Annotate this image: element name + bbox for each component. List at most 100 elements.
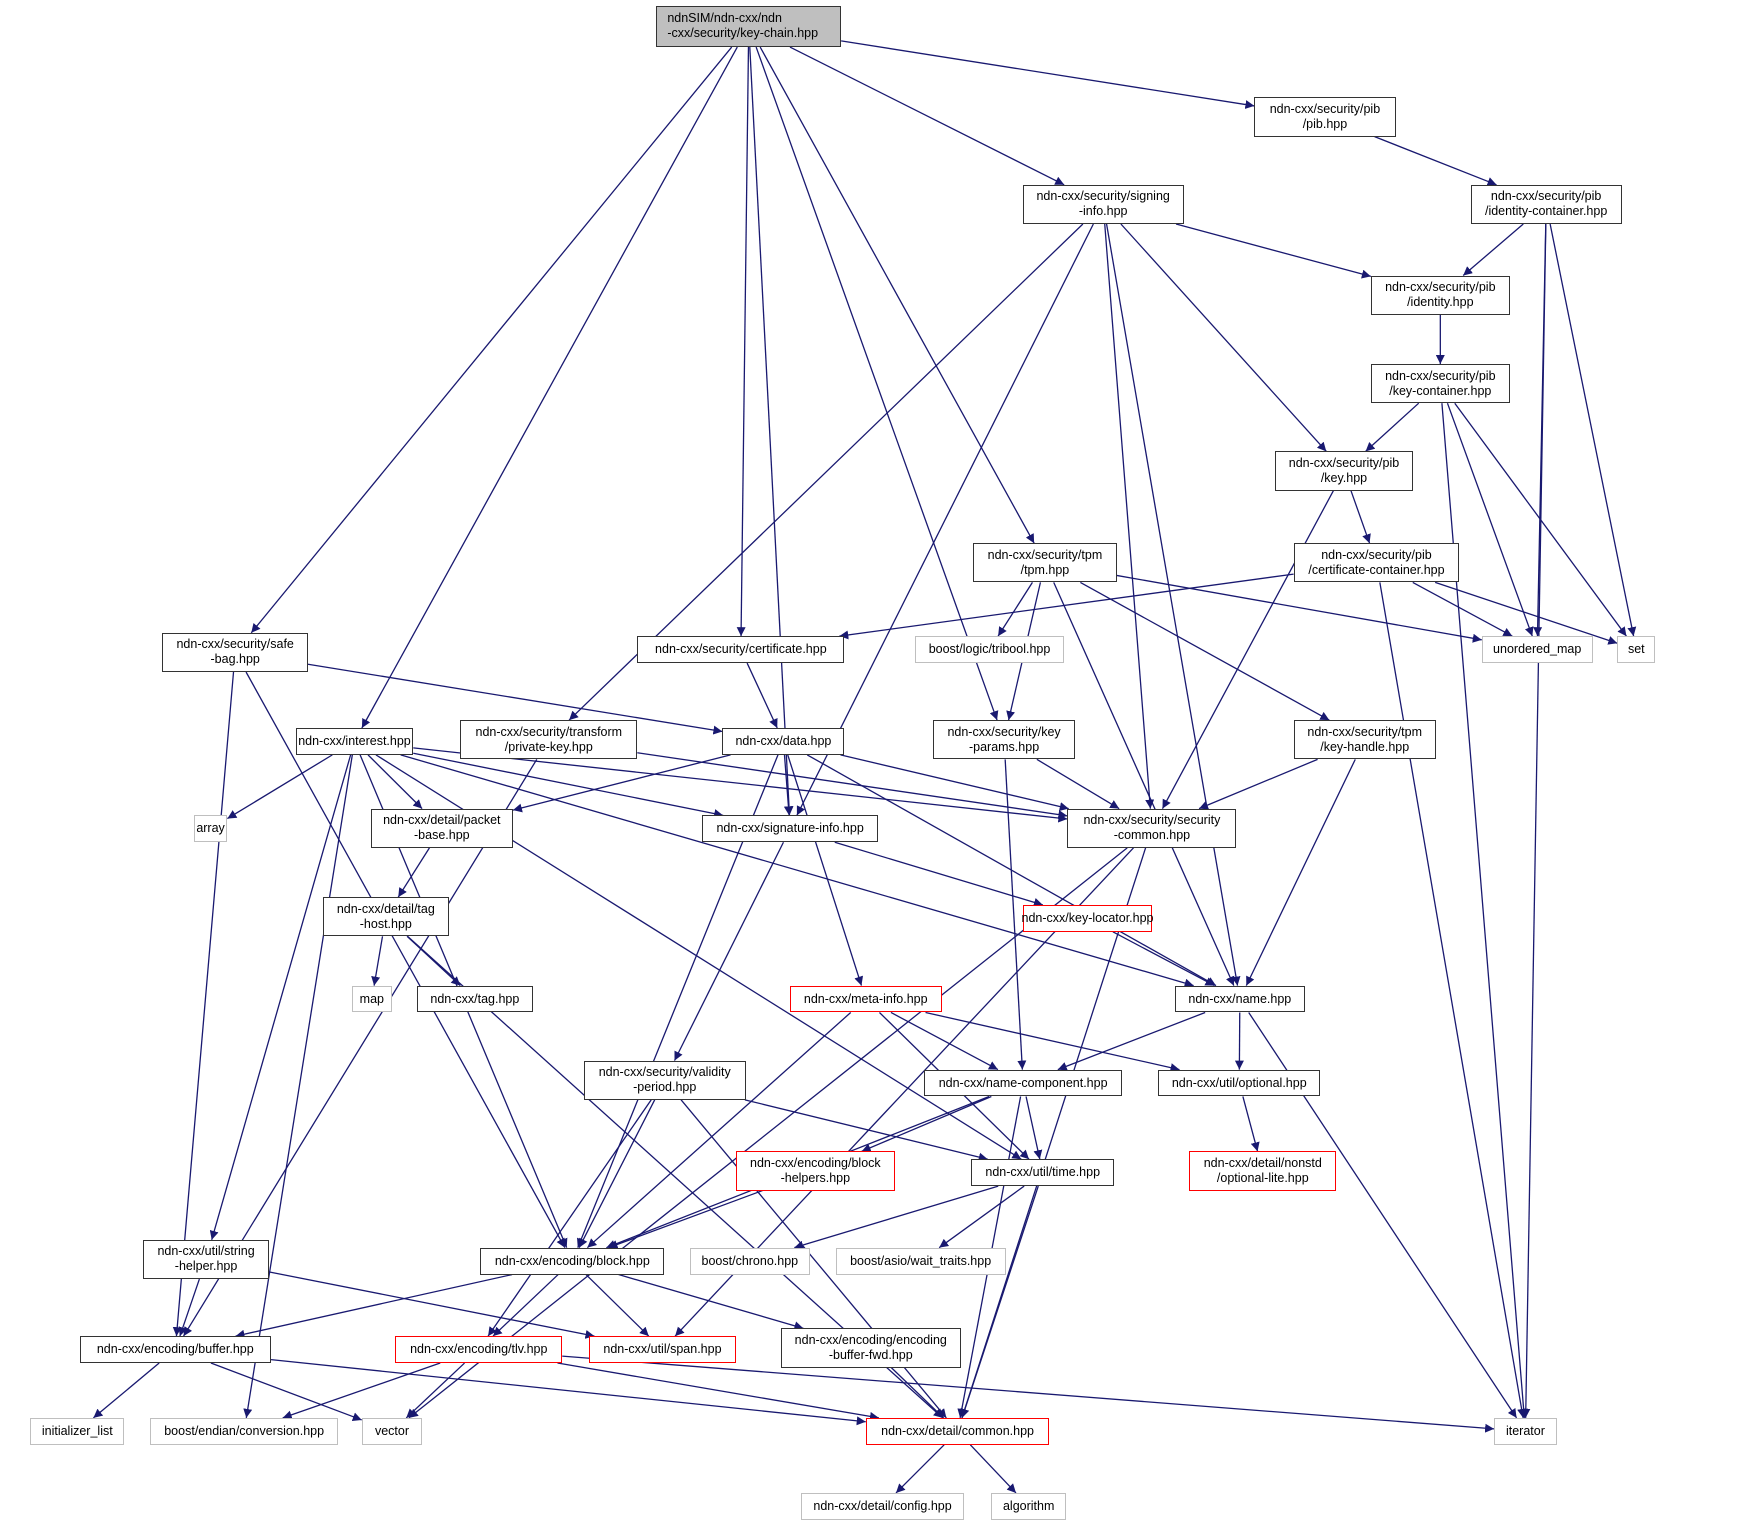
node-identity[interactable]: ndn-cxx/security/pib /identity.hpp xyxy=(1370,275,1510,315)
node-label: ndn-cxx/util/optional.hpp xyxy=(1171,1075,1307,1090)
node-name[interactable]: ndn-cxx/name.hpp xyxy=(1174,985,1305,1013)
edge-tlv-to-common xyxy=(557,1362,880,1421)
node-certificate[interactable]: ndn-cxx/security/certificate.hpp xyxy=(637,636,845,664)
node-label: ndn-cxx/security/signing -info.hpp xyxy=(1036,189,1170,219)
node-label: ndn-cxx/security/tpm /tpm.hpp xyxy=(987,547,1103,577)
node-data[interactable]: ndn-cxx/data.hpp xyxy=(722,728,845,755)
node-label: ndn-cxx/security/tpm /key-handle.hpp xyxy=(1307,724,1423,754)
node-label: ndn-cxx/security/pib /identity.hpp xyxy=(1385,280,1496,310)
node-safebag[interactable]: ndn-cxx/security/safe -bag.hpp xyxy=(162,632,308,672)
node-keychain[interactable]: ndnSIM/ndn-cxx/ndn -cxx/security/key-cha… xyxy=(656,5,842,48)
edge-buffer-to-initializerlist xyxy=(92,1362,160,1419)
node-chrono: boost/chrono.hpp xyxy=(689,1247,810,1275)
edge-keyhandle-to-securitycommon xyxy=(1198,758,1318,810)
node-label: ndn-cxx/encoding/encoding -buffer-fwd.hp… xyxy=(794,1332,947,1362)
edge-buffer-to-common xyxy=(270,1358,866,1426)
node-unorderedmap: unordered_map xyxy=(1481,636,1593,664)
edge-interest-to-packetbase xyxy=(367,754,423,810)
node-common[interactable]: ndn-cxx/detail/common.hpp xyxy=(865,1417,1050,1445)
node-label: array xyxy=(196,821,225,836)
node-label: initializer_list xyxy=(41,1423,113,1438)
edge-validityperiod-to-time xyxy=(744,1099,988,1162)
node-span[interactable]: ndn-cxx/util/span.hpp xyxy=(589,1336,736,1364)
edge-signatureinfo-to-keylocator xyxy=(834,841,1044,907)
edge-validityperiod-to-block xyxy=(578,1099,656,1248)
node-time[interactable]: ndn-cxx/util/time.hpp xyxy=(971,1159,1115,1187)
node-packetbase[interactable]: ndn-cxx/detail/packet -base.hpp xyxy=(370,808,513,848)
edge-tlv-to-endian xyxy=(282,1362,441,1420)
edge-common-to-config xyxy=(895,1444,945,1494)
edge-keychain-to-signatureinfo xyxy=(749,47,794,816)
node-label: ndn-cxx/security/key -params.hpp xyxy=(947,724,1061,754)
node-keylocator[interactable]: ndn-cxx/key-locator.hpp xyxy=(1022,904,1154,932)
node-signatureinfo[interactable]: ndn-cxx/signature-info.hpp xyxy=(702,815,879,843)
node-label: ndn-cxx/signature-info.hpp xyxy=(716,821,864,836)
edge-name-to-iterator xyxy=(1248,1012,1518,1419)
node-label: ndn-cxx/name.hpp xyxy=(1188,991,1292,1006)
node-optional[interactable]: ndn-cxx/util/optional.hpp xyxy=(1158,1069,1321,1097)
edge-block-to-tlv xyxy=(492,1274,559,1337)
node-privatekey[interactable]: ndn-cxx/security/transform /private-key.… xyxy=(460,720,638,760)
edge-data-to-metainfo xyxy=(787,754,864,986)
node-securitycommon[interactable]: ndn-cxx/security/security -common.hpp xyxy=(1067,808,1237,848)
node-label: ndn-cxx/security/pib /key-container.hpp xyxy=(1385,368,1496,398)
node-block[interactable]: ndn-cxx/encoding/block.hpp xyxy=(480,1247,665,1275)
edge-certcontainer-to-certificate xyxy=(839,573,1294,640)
node-algorithm: algorithm xyxy=(991,1492,1067,1520)
node-signinginfo[interactable]: ndn-cxx/security/signing -info.hpp xyxy=(1022,184,1184,224)
edge-buffer-to-vector xyxy=(210,1362,362,1421)
node-label: ndn-cxx/security/pib /certificate-contai… xyxy=(1308,547,1445,577)
node-buffer[interactable]: ndn-cxx/encoding/buffer.hpp xyxy=(79,1336,272,1364)
edge-signatureinfo-to-validityperiod xyxy=(673,841,785,1061)
node-tlv[interactable]: ndn-cxx/encoding/tlv.hpp xyxy=(395,1336,563,1364)
edge-interest-to-endian xyxy=(243,754,353,1419)
edge-keyparams-to-securitycommon xyxy=(1036,758,1120,810)
node-stringhelper[interactable]: ndn-cxx/util/string -helper.hpp xyxy=(143,1239,269,1280)
node-pibkey[interactable]: ndn-cxx/security/pib /key.hpp xyxy=(1274,451,1414,491)
edge-interest-to-array xyxy=(227,754,333,820)
edge-interest-to-signatureinfo xyxy=(413,752,724,819)
node-label: ndn-cxx/security/pib /identity-container… xyxy=(1484,189,1608,219)
node-endian: boost/endian/conversion.hpp xyxy=(150,1417,339,1445)
node-label: ndn-cxx/encoding/tlv.hpp xyxy=(410,1342,548,1357)
node-label: map xyxy=(359,991,384,1006)
edge-stringhelper-to-buffer xyxy=(178,1278,200,1337)
node-label: ndn-cxx/security/certificate.hpp xyxy=(655,642,827,657)
node-optionallite[interactable]: ndn-cxx/detail/nonstd /optional-lite.hpp xyxy=(1189,1151,1337,1191)
edge-signinginfo-to-securitycommon xyxy=(1104,223,1155,809)
node-certcontainer[interactable]: ndn-cxx/security/pib /certificate-contai… xyxy=(1293,543,1460,583)
node-keyparams[interactable]: ndn-cxx/security/key -params.hpp xyxy=(932,720,1076,760)
node-label: iterator xyxy=(1505,1423,1545,1438)
node-tag[interactable]: ndn-cxx/tag.hpp xyxy=(416,985,534,1013)
edge-pibkey-to-certcontainer xyxy=(1350,490,1371,544)
edge-validityperiod-to-common xyxy=(680,1099,947,1419)
node-keycontainer[interactable]: ndn-cxx/security/pib /key-container.hpp xyxy=(1370,364,1510,404)
node-keyhandle[interactable]: ndn-cxx/security/tpm /key-handle.hpp xyxy=(1293,720,1436,760)
edge-keycontainer-to-set xyxy=(1454,402,1627,637)
edge-keychain-to-tpm xyxy=(759,46,1035,544)
node-label: boost/asio/wait_traits.hpp xyxy=(850,1253,992,1268)
node-taghost[interactable]: ndn-cxx/detail/tag -host.hpp xyxy=(322,897,450,937)
edge-common-to-algorithm xyxy=(969,1444,1017,1494)
edge-safebag-to-block xyxy=(245,671,566,1248)
edge-keychain-to-interest xyxy=(361,46,738,729)
node-label: ndn-cxx/interest.hpp xyxy=(298,733,411,748)
edge-identitycontainer-to-set xyxy=(1549,223,1637,637)
edge-keychain-to-signinginfo xyxy=(789,46,1065,186)
node-pib[interactable]: ndn-cxx/security/pib /pib.hpp xyxy=(1254,97,1396,137)
edge-keylocator-to-name xyxy=(1112,931,1215,987)
node-metainfo[interactable]: ndn-cxx/meta-info.hpp xyxy=(789,985,942,1013)
node-validityperiod[interactable]: ndn-cxx/security/validity -period.hpp xyxy=(583,1060,746,1100)
node-identitycontainer[interactable]: ndn-cxx/security/pib /identity-container… xyxy=(1470,184,1622,224)
node-label: ndnSIM/ndn-cxx/ndn -cxx/security/key-cha… xyxy=(667,11,819,41)
edge-interest-to-stringhelper xyxy=(209,754,352,1241)
node-bufferfwd[interactable]: ndn-cxx/encoding/encoding -buffer-fwd.hp… xyxy=(780,1328,961,1368)
node-blockhelpers[interactable]: ndn-cxx/encoding/block -helpers.hpp xyxy=(735,1151,895,1191)
node-tpm[interactable]: ndn-cxx/security/tpm /tpm.hpp xyxy=(973,543,1117,583)
node-namecomponent[interactable]: ndn-cxx/name-component.hpp xyxy=(924,1069,1123,1097)
node-label: ndn-cxx/detail/tag -host.hpp xyxy=(336,901,435,931)
edge-stringhelper-to-span xyxy=(268,1271,595,1339)
node-interest[interactable]: ndn-cxx/interest.hpp xyxy=(295,728,414,755)
node-label: ndn-cxx/util/span.hpp xyxy=(603,1342,722,1357)
edge-tpm-to-unorderedmap xyxy=(1116,574,1482,643)
